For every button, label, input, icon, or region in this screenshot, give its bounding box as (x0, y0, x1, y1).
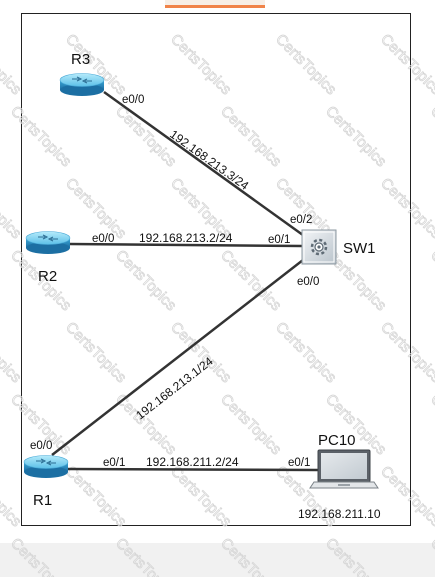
watermark-text-36: CertsTopics (112, 535, 179, 577)
pc10-e0-1-label: e0/1 (288, 457, 310, 469)
watermark-text-39: CertsTopics (427, 535, 435, 577)
r1-sw1-ip-label: 192.168.213.1/24 (133, 354, 216, 423)
sw1-e0-1-label: e0/1 (268, 234, 290, 246)
pc10-ip-label: 192.168.211.10 (298, 507, 381, 521)
top-tab-indicator (165, 0, 265, 8)
watermark-text-32: CertsTopics (167, 463, 234, 530)
router-r3[interactable] (59, 73, 105, 97)
link-r2-sw1 (69, 242, 303, 248)
watermark-text-2: CertsTopics (167, 31, 234, 98)
r1-pc10-ip-label: 192.168.211.2/24 (146, 455, 239, 469)
watermark-text-38: CertsTopics (322, 535, 389, 577)
watermark-text-8: CertsTopics (322, 103, 389, 170)
bottom-strip (0, 543, 435, 577)
sw1-e0-2-label: e0/2 (290, 214, 312, 226)
watermark-text-29: CertsTopics (427, 391, 435, 458)
watermark-text-5: CertsTopics (7, 103, 74, 170)
pc10-laptop[interactable] (309, 449, 379, 489)
watermark-text-19: CertsTopics (427, 247, 435, 314)
watermark-text-14: CertsTopics (377, 175, 435, 242)
watermark-text-9: CertsTopics (427, 103, 435, 170)
link-r1-pc10 (67, 467, 319, 472)
r1-name-label: R1 (33, 492, 52, 509)
router-r1[interactable] (23, 455, 69, 479)
watermark-text-17: CertsTopics (217, 247, 284, 314)
r1-e0-0-label: e0/0 (30, 440, 52, 452)
watermark-text-37: CertsTopics (217, 535, 284, 577)
watermark-text-20: CertsTopics (0, 319, 25, 386)
watermark-text-30: CertsTopics (0, 463, 25, 530)
watermark-text-34: CertsTopics (377, 463, 435, 530)
link-r1-sw1 (51, 252, 313, 456)
diagram-frame (21, 13, 411, 526)
switch-gear-icon (310, 238, 328, 256)
watermark-text-16: CertsTopics (112, 247, 179, 314)
watermark-text-21: CertsTopics (62, 319, 129, 386)
switch-sw1[interactable] (301, 229, 337, 265)
watermark-text-23: CertsTopics (272, 319, 339, 386)
r3-e0-0-label: e0/0 (122, 94, 144, 106)
r1-e0-1-label: e0/1 (103, 457, 125, 469)
watermark-text-7: CertsTopics (217, 103, 284, 170)
sw1-name-label: SW1 (343, 240, 376, 257)
watermark-text-24: CertsTopics (377, 319, 435, 386)
watermark-text-10: CertsTopics (0, 175, 25, 242)
watermark-text-27: CertsTopics (217, 391, 284, 458)
watermark-text-0: CertsTopics (0, 31, 25, 98)
watermark-text-4: CertsTopics (377, 31, 435, 98)
r2-e0-0-label: e0/0 (92, 233, 114, 245)
r2-sw1-ip-label: 192.168.213.2/24 (139, 231, 233, 245)
sw1-e0-0-label: e0/0 (297, 276, 319, 288)
watermark-text-3: CertsTopics (272, 31, 339, 98)
link-r3-sw1 (103, 90, 315, 245)
r2-name-label: R2 (38, 268, 57, 285)
watermark-text-35: CertsTopics (7, 535, 74, 577)
router-r2[interactable] (25, 231, 71, 255)
pc10-name-label: PC10 (318, 432, 356, 449)
watermark-text-31: CertsTopics (62, 463, 129, 530)
r3-name-label: R3 (71, 51, 90, 68)
